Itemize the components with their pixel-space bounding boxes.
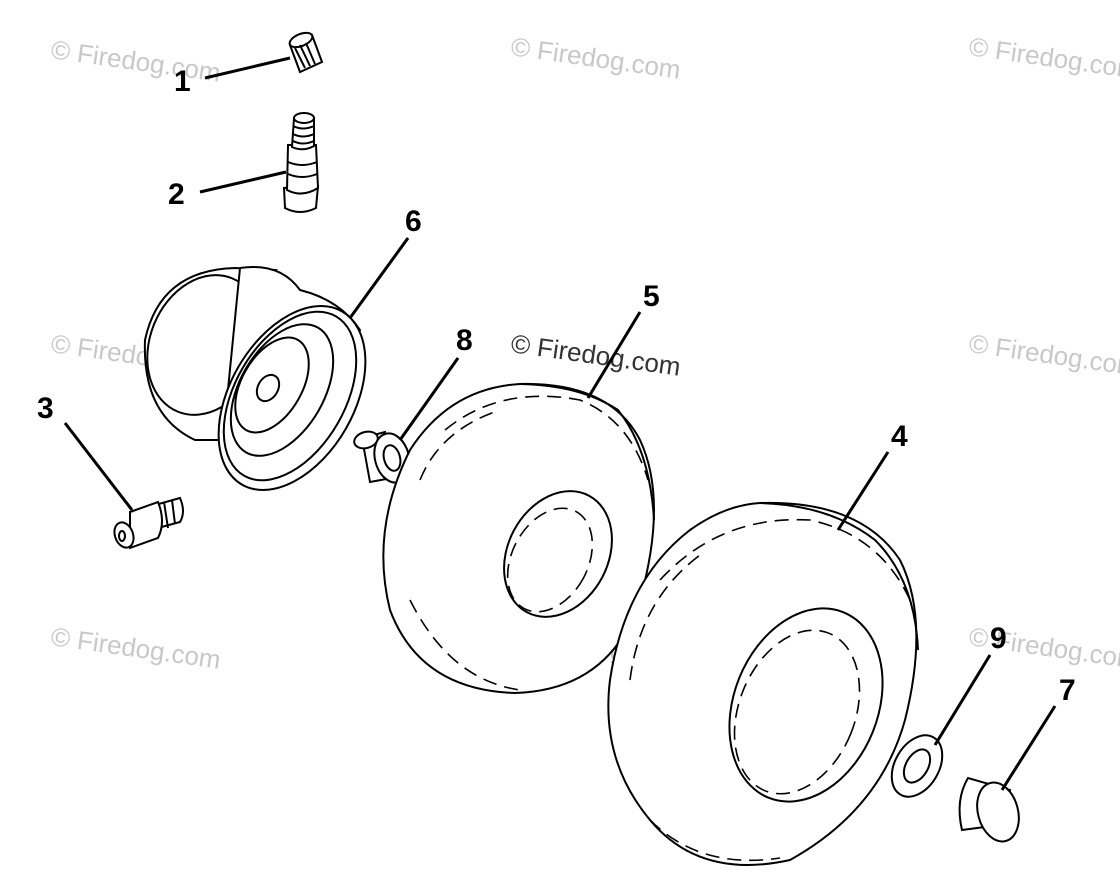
callout-6: 6 <box>405 205 422 238</box>
leader-4 <box>836 451 890 531</box>
leader-7 <box>1000 705 1057 791</box>
callout-2: 2 <box>168 178 185 211</box>
part-tire-rear <box>607 501 919 866</box>
part-valve-cap <box>288 31 324 74</box>
leader-9 <box>933 654 992 746</box>
callout-7: 7 <box>1059 674 1076 707</box>
callout-labels: 1 2 3 4 5 6 7 8 9 <box>37 65 1076 707</box>
watermark-top-right: © Firedog.com <box>967 31 1120 84</box>
callout-4: 4 <box>891 420 908 453</box>
callout-5: 5 <box>643 280 660 313</box>
part-washer <box>890 734 944 798</box>
part-hub-cap <box>958 776 1020 843</box>
watermark-mid-right: © Firedog.com <box>967 328 1120 381</box>
part-grease-fitting <box>113 496 184 550</box>
leader-1 <box>204 56 291 80</box>
leader-5 <box>586 311 642 399</box>
callout-1: 1 <box>174 65 191 98</box>
leader-2 <box>199 170 287 194</box>
leader-3 <box>63 422 134 511</box>
part-tire-front <box>382 382 655 695</box>
leader-lines <box>63 56 1057 791</box>
leader-8 <box>398 357 460 441</box>
watermark-top-left: © Firedog.com <box>49 34 222 87</box>
leader-6 <box>348 237 410 319</box>
callout-9: 9 <box>990 622 1007 655</box>
watermark-bottom-left: © Firedog.com <box>49 621 222 674</box>
callout-8: 8 <box>456 324 473 357</box>
part-wheel-rim <box>143 266 367 491</box>
callout-3: 3 <box>37 392 54 425</box>
part-bushing <box>353 430 411 484</box>
watermark-center: © Firedog.com <box>509 328 682 381</box>
watermark-top-center: © Firedog.com <box>509 31 682 84</box>
part-valve-stem <box>282 112 320 213</box>
